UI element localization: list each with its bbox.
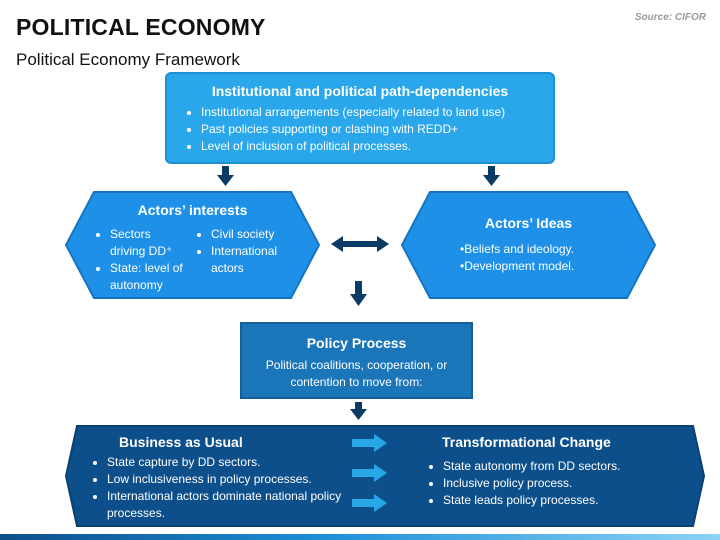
list-item: •Beliefs and ideology.	[460, 242, 575, 256]
actors-interests-heading: Actors’ interests	[137, 202, 248, 218]
actors-interests-hexagon: Actors’ interests Sectors driving DD⁺ St…	[64, 190, 321, 300]
list-item: State leads policy processes.	[443, 492, 683, 509]
policy-process-heading: Policy Process	[306, 335, 407, 351]
down-arrow-icon	[350, 281, 367, 306]
list-item: •Development model.	[460, 259, 575, 273]
policy-process-box: Policy Process Political coalitions, coo…	[240, 322, 473, 399]
transformational-change-list: State autonomy from DD sectors. Inclusiv…	[429, 458, 683, 509]
business-as-usual-list: State capture by DD sectors. Low inclusi…	[93, 454, 352, 522]
page-subtitle: Political Economy Framework	[16, 50, 240, 69]
source-label: Source: CIFOR	[634, 12, 706, 23]
list-item: Level of inclusion of political processe…	[201, 138, 553, 155]
list-item: International actors	[211, 243, 297, 277]
actors-ideas-heading: Actors’ Ideas	[484, 215, 573, 231]
outcomes-panel: Business as Usual State capture by DD se…	[65, 425, 705, 527]
list-item: State capture by DD sectors.	[107, 454, 352, 471]
path-dependencies-heading: Institutional and political path-depende…	[211, 83, 509, 99]
list-item: International actors dominate national p…	[107, 488, 352, 522]
business-as-usual-heading: Business as Usual	[119, 434, 243, 450]
path-dependencies-list: Institutional arrangements (especially r…	[167, 104, 553, 155]
list-item: Past policies supporting or clashing wit…	[201, 121, 553, 138]
down-arrow-icon	[350, 402, 367, 420]
down-arrow-icon	[483, 166, 500, 186]
double-arrow-icon	[331, 236, 389, 252]
list-item: Civil society	[211, 226, 297, 243]
list-item: Inclusive policy process.	[443, 475, 683, 492]
page-title: POLITICAL ECONOMY	[16, 14, 266, 40]
policy-process-text: Political coalitions, cooperation, or co…	[265, 358, 448, 389]
actors-ideas-hexagon: Actors’ Ideas •Beliefs and ideology. •De…	[400, 190, 657, 300]
list-item: Sectors driving DD⁺	[110, 226, 186, 260]
list-item: Low inclusiveness in policy processes.	[107, 471, 352, 488]
right-arrow-icon	[352, 494, 387, 512]
footer-gradient-bar	[0, 534, 720, 540]
right-arrow-icon	[352, 464, 387, 482]
path-dependencies-box: Institutional and political path-depende…	[165, 72, 555, 164]
right-arrow-icon	[352, 434, 387, 452]
down-arrow-icon	[217, 166, 234, 186]
list-item: Institutional arrangements (especially r…	[201, 104, 553, 121]
transformational-change-heading: Transformational Change	[442, 434, 611, 450]
list-item: State: level of autonomy	[110, 260, 186, 294]
list-item: State autonomy from DD sectors.	[443, 458, 683, 475]
